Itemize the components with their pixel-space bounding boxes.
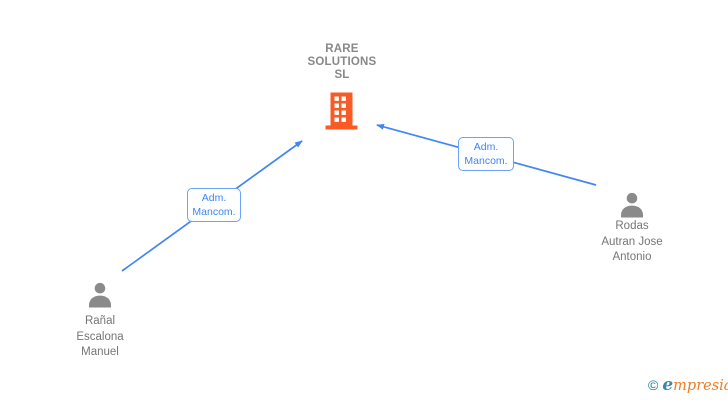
brand-initial: e	[662, 375, 674, 395]
person-icon-ranal-escalona-manuel[interactable]	[86, 281, 114, 309]
edge-label-adm-mancom-right: Adm. Mancom.	[458, 137, 514, 171]
person-name-line: Manuel	[81, 346, 119, 358]
person-name-ranal-escalona-manuel[interactable]: Rañal Escalona Manuel	[35, 314, 165, 361]
edge-label-line: Mancom.	[192, 206, 236, 218]
person-name-line: Antonio	[612, 251, 652, 263]
empresia-logo[interactable]: © empresia	[648, 374, 728, 396]
empresia-brand-text: empresia	[662, 375, 728, 395]
edge-label-line: Mancom.	[464, 155, 508, 167]
person-name-line: Autran Jose	[601, 235, 663, 248]
company-name[interactable]: RARE SOLUTIONS SL	[272, 43, 412, 82]
copyright-icon: ©	[648, 377, 659, 393]
person-name-line: Rodas	[615, 220, 649, 232]
company-name-line: RARE	[325, 43, 359, 55]
person-icon-rodas-autran-jose-antonio[interactable]	[618, 191, 646, 219]
edge-label-adm-mancom-left: Adm. Mancom.	[187, 188, 241, 222]
edge-label-line: Adm.	[201, 192, 227, 204]
brand-rest: mpresia	[673, 378, 728, 394]
company-name-line: SL	[334, 69, 350, 81]
building-icon[interactable]	[325, 92, 358, 130]
edge-label-line: Adm.	[473, 141, 499, 153]
person-name-line: Rañal	[84, 315, 116, 327]
person-name-line: Escalona	[76, 330, 124, 343]
company-name-line: SOLUTIONS	[307, 56, 377, 68]
person-name-rodas-autran-jose-antonio[interactable]: Rodas Autran Jose Antonio	[567, 219, 697, 266]
